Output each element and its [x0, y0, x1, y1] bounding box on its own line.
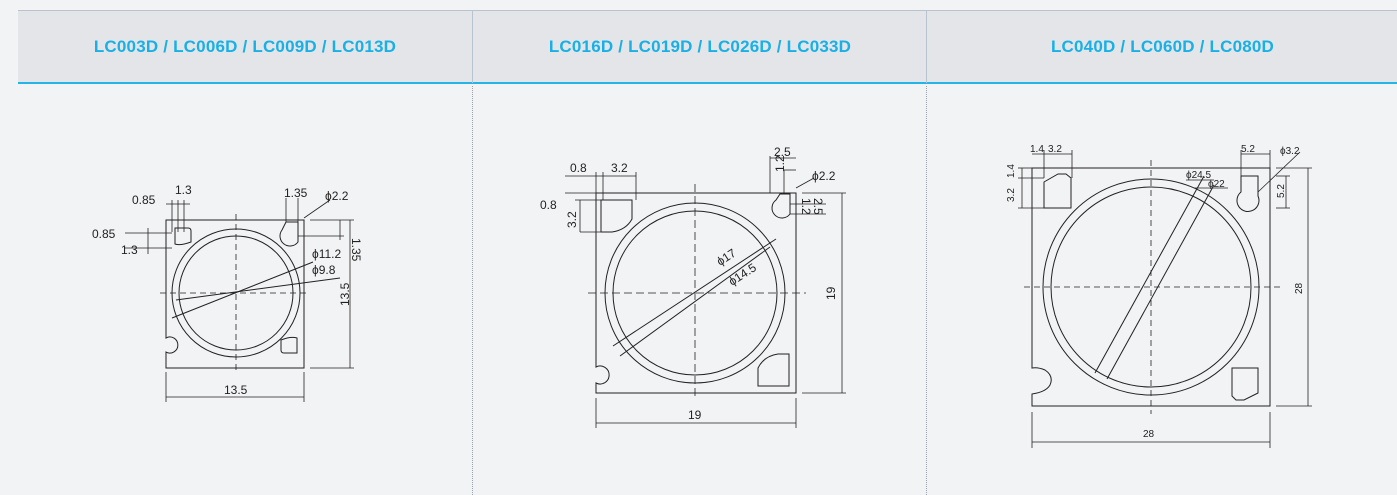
- dim-f: 1.2: [773, 155, 787, 172]
- dim-height: 19: [824, 286, 838, 300]
- dim-height: 28: [1294, 282, 1305, 294]
- dim-d: 1.4: [1006, 164, 1017, 178]
- dim-pad-2: 1.3: [175, 183, 192, 197]
- dim-width: 19: [688, 408, 702, 422]
- package-outline: [1031, 167, 1271, 407]
- dim-c: 0.8: [540, 198, 557, 212]
- drawing-3: 28 28 ϕ24.5 ϕ22 ϕ3.2 1.4 3.2 3.2 1.4 5.2…: [1006, 144, 1312, 448]
- dimension-lines: [565, 156, 846, 428]
- dim-height: 13.5: [338, 282, 352, 306]
- dim-h: 2.5: [811, 198, 825, 215]
- diameter-leader-1: [612, 238, 777, 347]
- dim-b: 3.2: [611, 161, 628, 175]
- dim-pad-4: 1.3: [121, 243, 138, 257]
- dim-e: 2.5: [774, 145, 791, 159]
- dim-e: 5.2: [1241, 144, 1255, 155]
- dim-diameter-outer: ϕ11.2: [312, 247, 342, 261]
- dim-diameter-outer: ϕ17: [714, 246, 739, 269]
- corner-pad-tl: [600, 199, 633, 233]
- dim-f: 5.2: [1276, 184, 1287, 198]
- dim-notch-1: 1.35: [284, 186, 308, 200]
- center-lines: [1024, 160, 1280, 414]
- dimension-lines: [1018, 150, 1312, 448]
- column-header-3: LC040D / LC060D / LC080D: [926, 11, 1397, 83]
- corner-notch-tr: [771, 193, 791, 219]
- package-outline: [595, 192, 797, 394]
- dim-hole: ϕ2.2: [812, 169, 836, 183]
- dim-diameter-inner: ϕ9.8: [312, 263, 336, 277]
- dim-pad-3: 0.85: [92, 227, 116, 241]
- dim-width: 28: [1143, 429, 1155, 440]
- corner-notch-tr: [279, 221, 299, 247]
- dim-diameter-inner: ϕ14.5: [726, 260, 759, 288]
- column-header-2: LC016D / LC019D / LC026D / LC033D: [472, 11, 927, 83]
- diameter-leader-1: [1094, 175, 1205, 374]
- corner-pad-br: [757, 353, 790, 387]
- dim-g: 1.2: [799, 198, 813, 215]
- dim-hole: ϕ2.2: [325, 189, 349, 203]
- corner-pad-br: [1231, 367, 1259, 401]
- product-dimension-table: LC003D / LC006D / LC009D / LC013D LC016D…: [18, 10, 1397, 495]
- dim-diameter-outer: ϕ24.5: [1186, 170, 1212, 181]
- corner-pad-br: [280, 336, 298, 354]
- drawing-2: 19 19 ϕ17 ϕ14.5 ϕ2.2 0.8 3.2 0.8 3.2 2.5…: [540, 145, 846, 428]
- dim-a: 0.8: [570, 161, 587, 175]
- drawing-1: 13.5 13.5 ϕ11.2 ϕ9.8 ϕ2.2 0.85 1.3 0.85 …: [92, 183, 363, 402]
- diameter-leader-2: [1106, 184, 1215, 380]
- table-header-row: LC003D / LC006D / LC009D / LC013D LC016D…: [18, 10, 1397, 84]
- dim-width: 13.5: [224, 383, 248, 397]
- dim-c: 3.2: [1006, 188, 1017, 202]
- center-lines: [588, 184, 806, 400]
- dim-hole: ϕ3.2: [1280, 146, 1300, 157]
- dimension-lines: [125, 198, 354, 402]
- dim-b: 3.2: [1048, 144, 1062, 155]
- diameter-leader-2: [619, 246, 771, 357]
- dim-notch-2: 1.35: [349, 238, 363, 262]
- package-outline: [165, 219, 305, 369]
- column-divider: [926, 86, 927, 495]
- column-header-1: LC003D / LC006D / LC009D / LC013D: [93, 37, 397, 56]
- corner-notch-tr: [1236, 175, 1260, 213]
- dim-d: 3.2: [565, 211, 579, 228]
- column-divider: [472, 86, 473, 495]
- diameter-leader-1: [171, 261, 314, 319]
- inner-ring: [1050, 186, 1252, 388]
- diameter-leader-2: [175, 277, 341, 301]
- dim-a: 1.4: [1030, 144, 1044, 155]
- corner-pad-tl: [174, 227, 192, 246]
- corner-pad-tl: [1043, 173, 1072, 209]
- dim-pad-1: 0.85: [132, 193, 156, 207]
- dim-diameter-inner: ϕ22: [1208, 179, 1225, 190]
